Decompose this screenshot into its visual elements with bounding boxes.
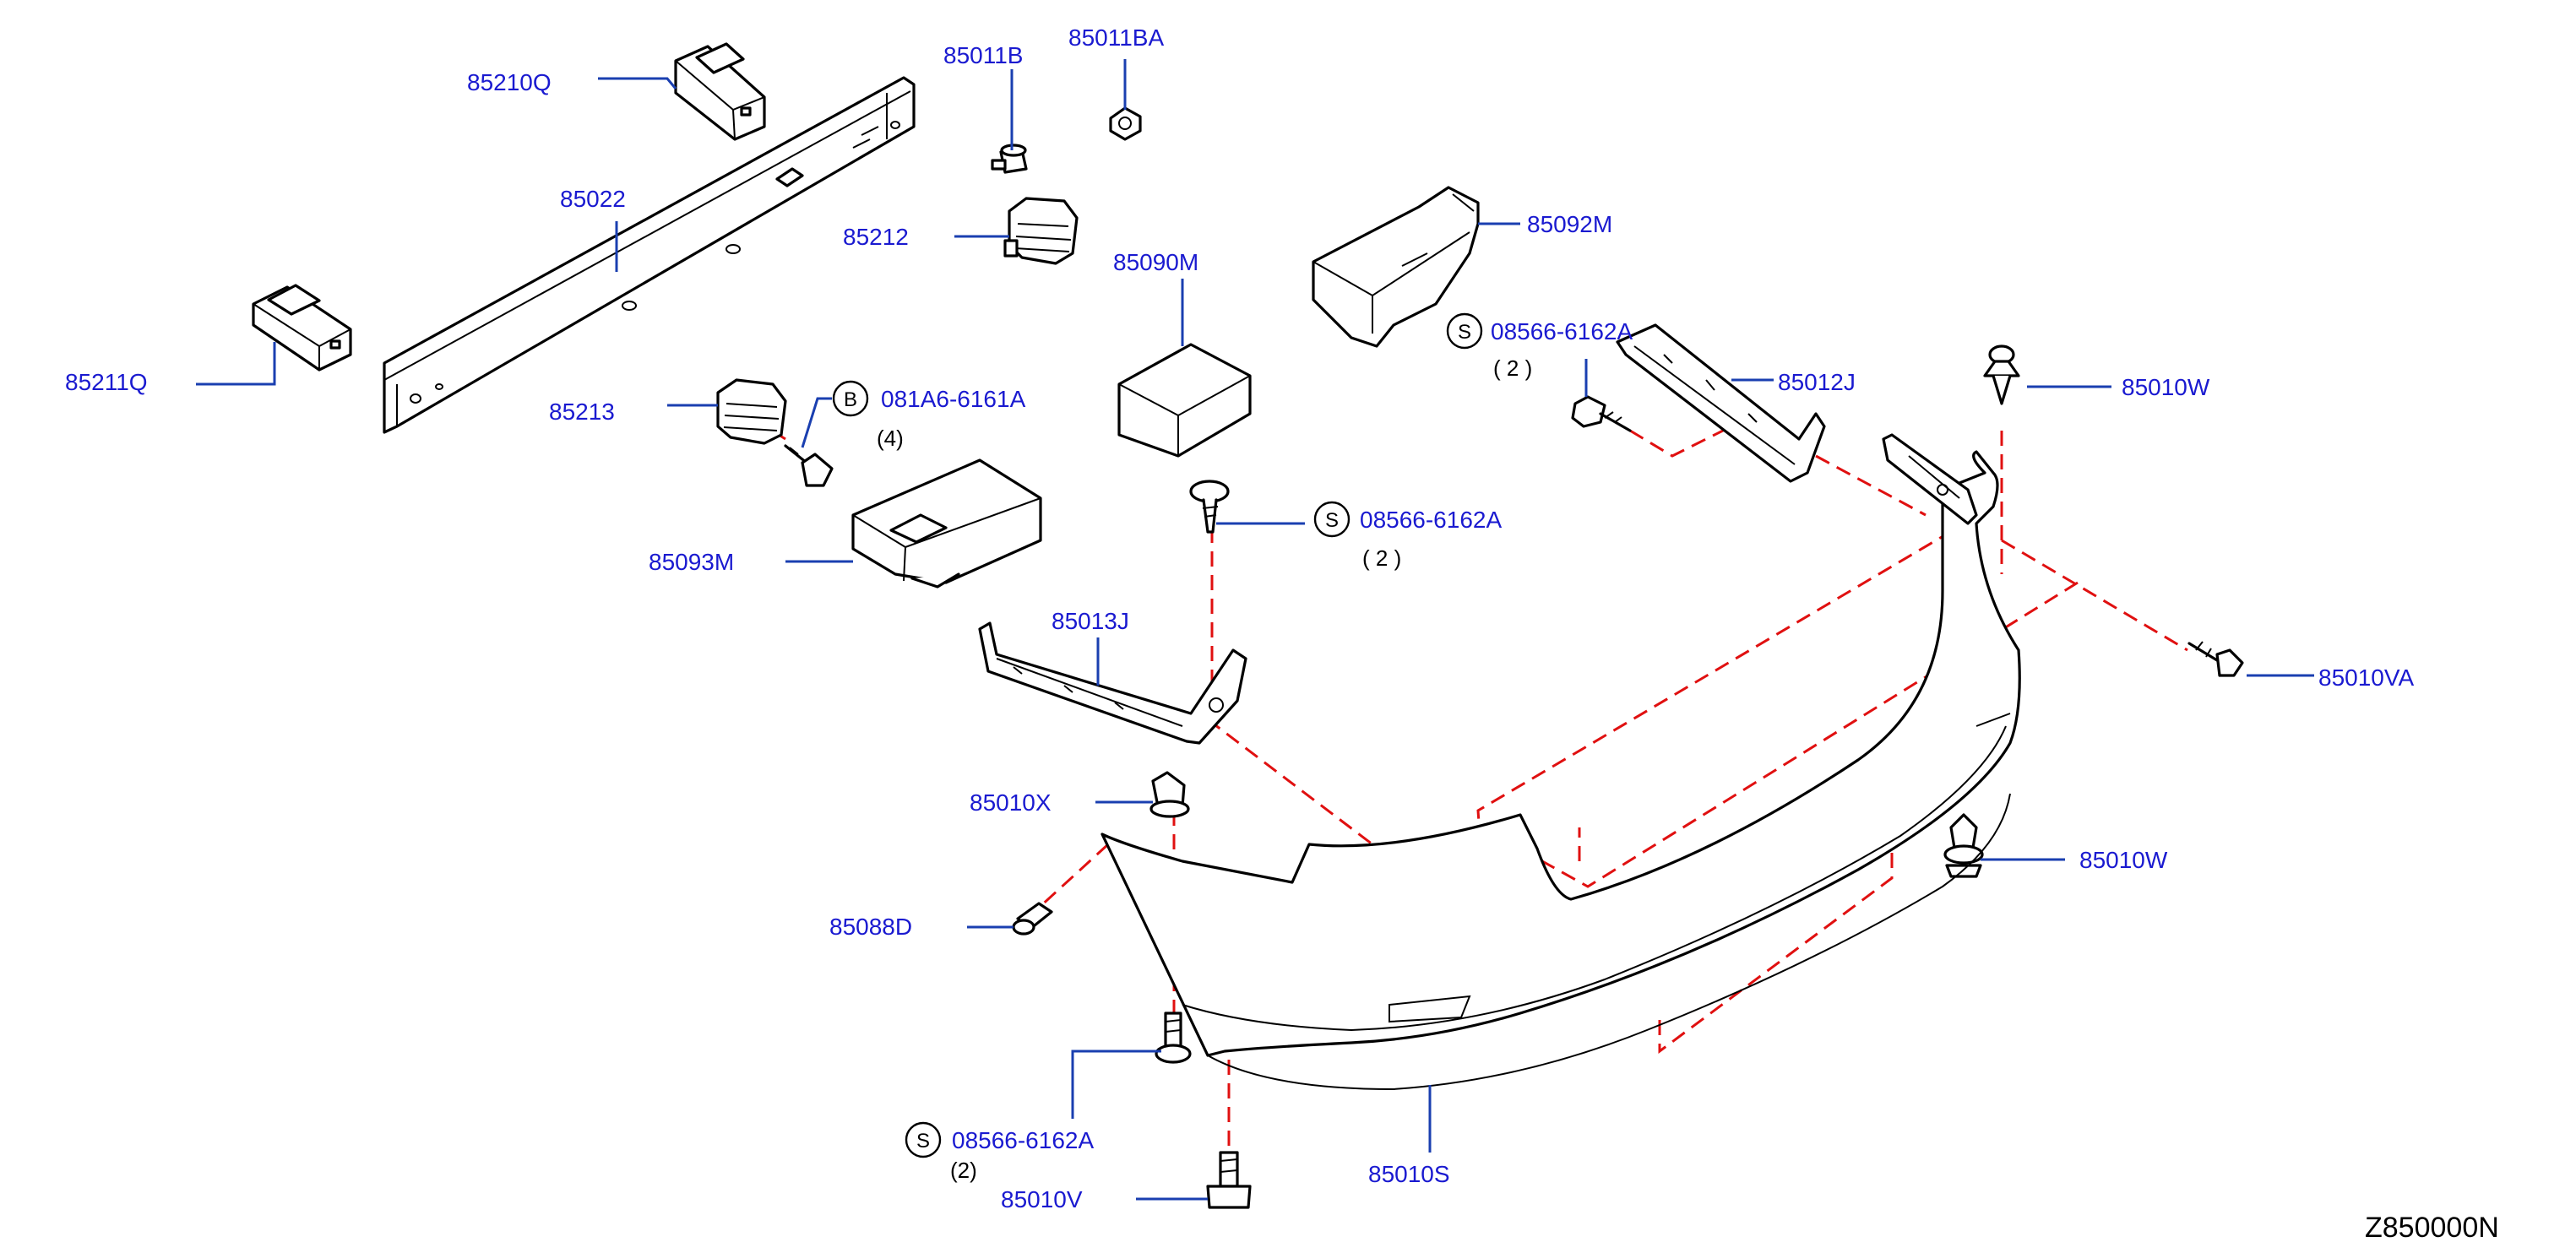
label-85011BA: 85011BA bbox=[1068, 24, 1164, 51]
badge-letter: S bbox=[1325, 509, 1339, 532]
label-85213: 85213 bbox=[549, 399, 615, 425]
part-labels: 85210Q 85022 85211Q 85011B 85011BA 85212… bbox=[65, 24, 2414, 1212]
badge-screw-mid: S bbox=[1313, 501, 1350, 538]
badge-screw-bot: S bbox=[905, 1121, 942, 1158]
qty-081A6-6161A: (4) bbox=[877, 426, 904, 451]
bracket-85211Q bbox=[252, 284, 352, 372]
screw-top bbox=[1571, 395, 1632, 432]
label-85093M: 85093M bbox=[649, 549, 734, 575]
nut-85011BA bbox=[1109, 106, 1142, 141]
label-85092M: 85092M bbox=[1527, 211, 1612, 237]
screw-mid bbox=[1189, 480, 1230, 534]
clip-85011B bbox=[991, 144, 1028, 174]
clip-85010X bbox=[1149, 771, 1190, 818]
bolt-85010V bbox=[1206, 1151, 1252, 1209]
badge-letter: S bbox=[916, 1130, 930, 1153]
clip-85010W-bot bbox=[1943, 813, 1984, 878]
clip-85088D bbox=[1012, 902, 1053, 936]
stop-85212 bbox=[1003, 197, 1079, 265]
absorber-85090M bbox=[1117, 343, 1252, 458]
badge-bolt: B bbox=[832, 380, 869, 417]
badge-screw-top: S bbox=[1446, 312, 1483, 350]
screw-bot bbox=[1155, 1012, 1192, 1064]
label-85013J: 85013J bbox=[1052, 608, 1129, 634]
label-08566-6162A-top: 08566-6162A bbox=[1491, 318, 1633, 344]
badge-letter: S bbox=[1458, 321, 1471, 344]
label-85010W-top: 85010W bbox=[2122, 374, 2210, 400]
stop-85213 bbox=[716, 378, 787, 445]
label-85011B: 85011B bbox=[943, 42, 1023, 68]
qty-08566-6162A-bot: (2) bbox=[950, 1158, 977, 1183]
label-85012J: 85012J bbox=[1778, 369, 1856, 395]
label-08566-6162A-bot: 08566-6162A bbox=[952, 1127, 1094, 1153]
label-85010V: 85010V bbox=[1001, 1186, 1083, 1212]
bolt-081A6 bbox=[784, 444, 834, 487]
label-85211Q: 85211Q bbox=[65, 369, 148, 395]
label-85022: 85022 bbox=[560, 186, 626, 212]
absorber-85093M bbox=[851, 458, 1042, 589]
leader-lines bbox=[196, 59, 2314, 1201]
label-85010S: 85010S bbox=[1368, 1161, 1450, 1187]
label-85010W-bot: 85010W bbox=[2079, 847, 2168, 873]
label-85210Q: 85210Q bbox=[467, 69, 552, 95]
label-85088D: 85088D bbox=[829, 914, 912, 940]
label-85010VA: 85010VA bbox=[2318, 664, 2414, 691]
qty-08566-6162A-top: ( 2 ) bbox=[1493, 355, 1532, 381]
clip-85010W-top bbox=[1983, 344, 2020, 405]
absorber-85092M bbox=[1312, 186, 1480, 348]
label-85090M: 85090M bbox=[1113, 249, 1198, 275]
label-081A6-6161A: 081A6-6161A bbox=[881, 386, 1026, 412]
bumper-fascia-85010S bbox=[1101, 433, 2021, 1091]
label-08566-6162A-mid: 08566-6162A bbox=[1360, 507, 1502, 533]
label-85212: 85212 bbox=[843, 224, 909, 250]
qty-08566-6162A-mid: ( 2 ) bbox=[1362, 545, 1401, 571]
diagram-code: Z850000N bbox=[2365, 1212, 2499, 1244]
label-85010X: 85010X bbox=[970, 789, 1052, 816]
bolt-85010VA bbox=[2187, 641, 2244, 677]
bracket-85013J bbox=[978, 621, 1247, 745]
bracket-85012J bbox=[1616, 323, 1826, 483]
beam-85022 bbox=[383, 76, 916, 434]
bracket-85210Q bbox=[674, 42, 766, 141]
badge-letter: B bbox=[844, 388, 857, 411]
